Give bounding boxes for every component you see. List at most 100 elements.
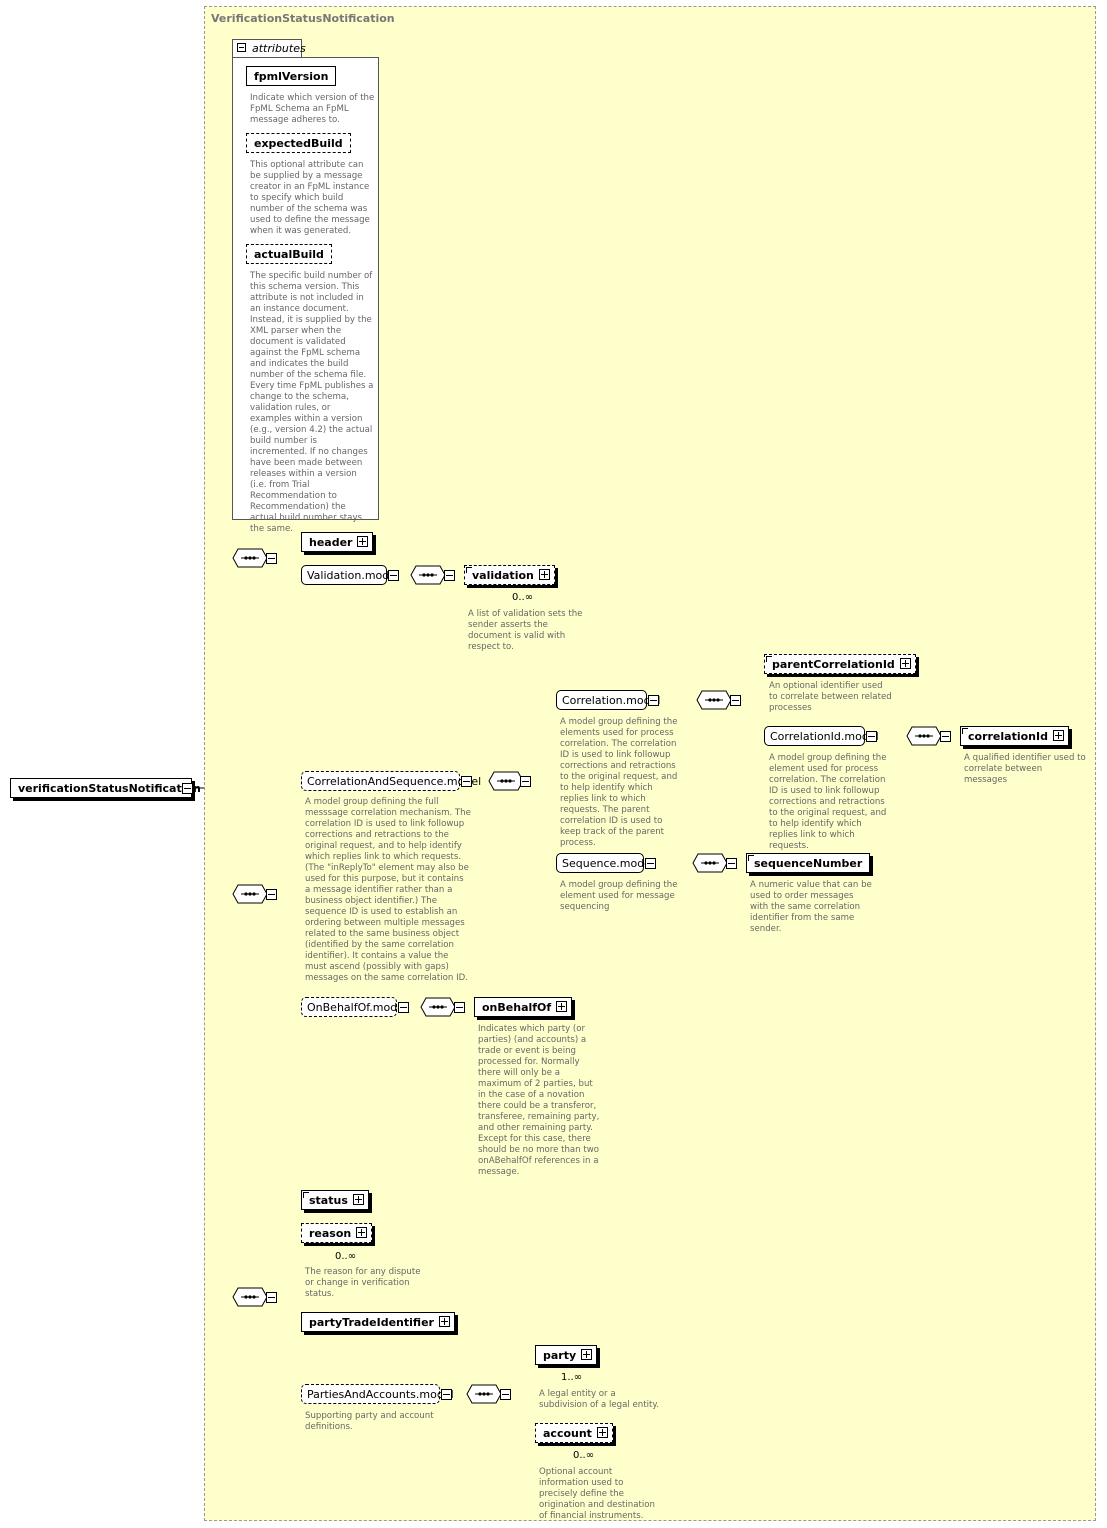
- sequence-icon: [906, 726, 942, 746]
- element-status[interactable]: status: [301, 1190, 369, 1210]
- element-onbehalfof[interactable]: onBehalfOf: [474, 997, 573, 1017]
- attributes-label: attributes: [252, 42, 306, 55]
- sequence-icon: [420, 997, 456, 1017]
- ref-marker: [748, 855, 754, 861]
- expand-icon[interactable]: [596, 1427, 608, 1438]
- element-label: correlationId: [968, 730, 1048, 743]
- expand-icon[interactable]: [352, 1194, 364, 1205]
- element-party-trade-identifier[interactable]: partyTradeIdentifier: [301, 1312, 455, 1332]
- element-reason[interactable]: reason: [301, 1223, 373, 1243]
- element-sequence-number[interactable]: sequenceNumber: [746, 853, 871, 873]
- group-description: A model group defining the element used …: [560, 880, 678, 912]
- group-description: A model group defining the elements used…: [560, 717, 678, 848]
- collapse-icon[interactable]: [388, 570, 399, 581]
- cardinality: 1..∞: [561, 1372, 583, 1383]
- expand-icon[interactable]: [357, 536, 369, 547]
- element-description: Optional account information used to pre…: [539, 1467, 655, 1521]
- collapse-icon[interactable]: [940, 731, 951, 742]
- element-label: onBehalfOf: [482, 1001, 552, 1014]
- collapse-icon[interactable]: [726, 858, 737, 869]
- collapse-icon[interactable]: [866, 731, 877, 742]
- attribute-expectedbuild[interactable]: expectedBuild: [246, 133, 351, 153]
- element-label: parentCorrelationId: [772, 658, 895, 671]
- complex-type-title: VerificationStatusNotification: [211, 12, 395, 25]
- collapse-icon[interactable]: [444, 570, 455, 581]
- attribute-description: This optional attribute can be supplied …: [250, 160, 370, 236]
- sequence-icon: [410, 565, 446, 585]
- element-label: sequenceNumber: [754, 857, 863, 870]
- group-description: Supporting party and account definitions…: [305, 1411, 434, 1432]
- collapse-icon[interactable]: [441, 1389, 452, 1400]
- element-validation[interactable]: validation: [464, 565, 555, 585]
- cardinality: 0..∞: [335, 1251, 357, 1262]
- element-parent-correlation-id[interactable]: parentCorrelationId: [764, 654, 916, 674]
- cardinality: 0..∞: [512, 592, 534, 603]
- group-label: OnBehalfOf.model: [307, 1001, 408, 1014]
- attribute-actualbuild[interactable]: actualBuild: [246, 244, 332, 264]
- group-description: A model group defining the element used …: [769, 753, 887, 851]
- element-label: validation: [472, 569, 534, 582]
- collapse-icon[interactable]: [454, 1002, 465, 1013]
- group-onbehalfof-model[interactable]: OnBehalfOf.model: [301, 997, 407, 1017]
- element-description: A numeric value that can be used to orde…: [750, 880, 872, 934]
- element-label: status: [309, 1194, 348, 1207]
- collapse-icon[interactable]: [398, 1002, 409, 1013]
- element-label: party: [543, 1349, 577, 1362]
- expand-icon[interactable]: [538, 569, 550, 580]
- group-sequence-model[interactable]: Sequence.model: [556, 853, 654, 873]
- expand-icon[interactable]: [1052, 730, 1064, 741]
- group-label: CorrelationAndSequence.model: [307, 775, 482, 788]
- group-validation-model[interactable]: Validation.model: [301, 565, 399, 585]
- root-element[interactable]: verificationStatusNotification: [10, 778, 201, 798]
- collapse-icon[interactable]: [648, 695, 659, 706]
- group-parties-and-accounts-model[interactable]: PartiesAndAccounts.model: [301, 1384, 454, 1404]
- ref-marker: [766, 656, 772, 662]
- attribute-description: The specific build number of this schema…: [250, 271, 374, 534]
- expand-icon[interactable]: [581, 1349, 593, 1360]
- sequence-icon: [466, 1384, 502, 1404]
- collapse-icon[interactable]: [266, 553, 277, 564]
- group-label: Correlation.model: [562, 694, 661, 707]
- element-label: account: [543, 1427, 592, 1440]
- ref-marker: [962, 728, 968, 734]
- element-header[interactable]: header: [301, 532, 374, 552]
- expand-icon[interactable]: [356, 1227, 368, 1238]
- group-correlation-and-sequence-model[interactable]: CorrelationAndSequence.model: [301, 771, 481, 791]
- collapse-icon[interactable]: [461, 776, 472, 787]
- expand-icon[interactable]: [556, 1001, 568, 1012]
- element-correlation-id[interactable]: correlationId: [960, 726, 1069, 746]
- element-account[interactable]: account: [535, 1423, 613, 1443]
- sequence-icon: [488, 771, 524, 791]
- attributes-tab[interactable]: attributes: [232, 39, 306, 57]
- attribute-fpmlversion[interactable]: fpmlVersion: [246, 66, 337, 86]
- group-correlation-model[interactable]: Correlation.model: [556, 690, 660, 710]
- element-description: Indicates which party (or parties) (and …: [478, 1024, 600, 1177]
- sequence-icon: [232, 884, 268, 904]
- collapse-icon[interactable]: [500, 1389, 511, 1400]
- element-description: A qualified identifier used to correlate…: [964, 753, 1086, 785]
- element-description: A list of validation sets the sender ass…: [468, 609, 583, 652]
- element-label: reason: [309, 1227, 352, 1240]
- root-element-label: verificationStatusNotification: [18, 782, 201, 795]
- collapse-icon[interactable]: [730, 695, 741, 706]
- element-label: header: [309, 536, 353, 549]
- collapse-icon[interactable]: [237, 43, 246, 52]
- expand-icon[interactable]: [899, 658, 911, 669]
- expand-icon[interactable]: [438, 1316, 450, 1327]
- collapse-icon[interactable]: [182, 783, 193, 794]
- group-label: CorrelationId.model: [770, 730, 879, 743]
- collapse-icon[interactable]: [266, 1292, 277, 1303]
- collapse-icon[interactable]: [520, 776, 531, 787]
- group-label: PartiesAndAccounts.model: [307, 1388, 454, 1401]
- group-correlationid-model[interactable]: CorrelationId.model: [764, 726, 879, 746]
- collapse-icon[interactable]: [645, 858, 656, 869]
- cardinality: 0..∞: [573, 1450, 595, 1461]
- element-party[interactable]: party: [535, 1345, 598, 1365]
- group-label: Validation.model: [307, 569, 400, 582]
- attribute-description: Indicate which version of the FpML Schem…: [250, 93, 375, 125]
- element-description: An optional identifier used to correlate…: [769, 681, 892, 713]
- collapse-icon[interactable]: [266, 889, 277, 900]
- ref-marker: [466, 567, 472, 573]
- sequence-icon: [696, 690, 732, 710]
